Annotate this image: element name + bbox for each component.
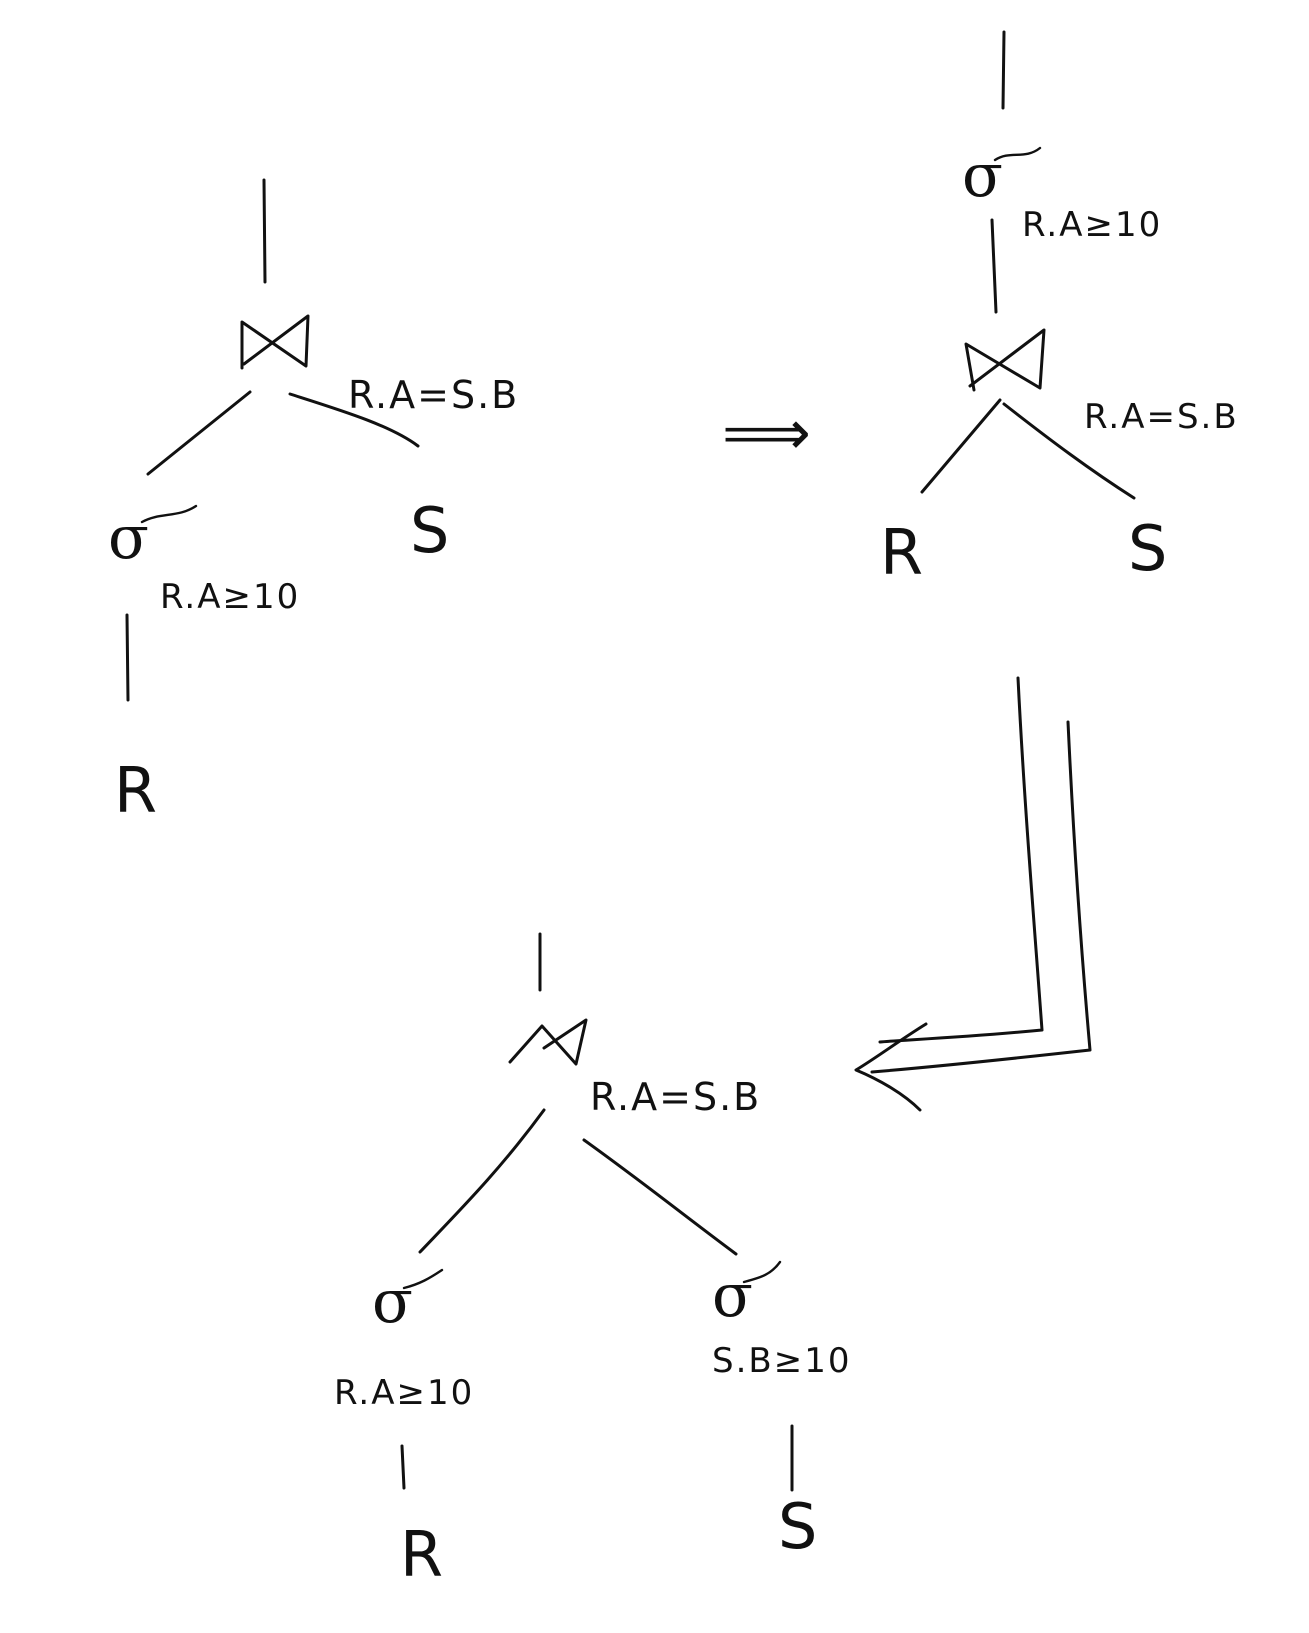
tree3-left-sigma-tail <box>402 1268 444 1290</box>
arrow-head <box>854 1022 928 1112</box>
tree1-relation-s: S <box>410 494 449 567</box>
tree3-join-label: R.A=S.B <box>590 1075 761 1119</box>
transform-double-arrow <box>854 676 1092 1112</box>
tree1-sigma-tail <box>140 504 198 524</box>
tree2-select-edge <box>990 218 998 314</box>
arrow-line-inner <box>870 720 1092 1074</box>
tree1-root-edge <box>262 178 267 284</box>
arrow-line-outer <box>878 676 1044 1044</box>
tree2-right-edge <box>1002 402 1136 500</box>
tree2-left-edge <box>920 398 1002 494</box>
tree2-select-label: R.A≥10 <box>1022 205 1162 245</box>
tree3-left-select-icon: σ <box>372 1267 413 1337</box>
tree2-join-label: R.A=S.B <box>1084 397 1239 437</box>
tree1-select-label: R.A≥10 <box>160 577 300 617</box>
tree1-left-edge <box>146 390 252 476</box>
tree-pushed-down: R.A=S.B σ R.A≥10 R σ S.B≥10 S <box>334 932 851 1591</box>
tree3-join-icon <box>508 1018 588 1066</box>
tree1-select-edge <box>125 613 130 702</box>
tree-pulled-up: σ R.A≥10 R.A=S.B R S <box>880 30 1239 589</box>
tree1-join-icon <box>240 314 310 370</box>
tree3-right-select-icon: σ <box>712 1261 753 1331</box>
tree3-relation-s: S <box>778 1490 817 1563</box>
tree3-left-edge <box>418 1108 546 1254</box>
tree1-select-icon: σ <box>108 503 149 573</box>
implies-arrow: ⟹ <box>722 396 811 469</box>
tree2-sigma-tail <box>993 146 1042 162</box>
tree1-join-label: R.A=S.B <box>348 373 519 417</box>
tree-original: R.A=S.B σ R.A≥10 R S <box>108 178 519 827</box>
tree2-relation-s: S <box>1128 512 1167 585</box>
tree3-relation-r: R <box>400 1518 443 1591</box>
tree3-right-select-label: S.B≥10 <box>712 1341 851 1381</box>
tree3-left-select-edge <box>400 1444 406 1490</box>
tree2-root-edge <box>1001 30 1006 110</box>
tree1-relation-r: R <box>114 754 157 827</box>
tree3-right-sigma-tail <box>742 1260 782 1284</box>
tree2-select-icon: σ <box>962 141 1003 211</box>
tree1-right-edge <box>288 392 420 448</box>
tree2-relation-r: R <box>880 516 923 589</box>
tree3-right-edge <box>582 1138 738 1256</box>
tree2-join-icon <box>964 328 1046 392</box>
tree3-left-select-label: R.A≥10 <box>334 1373 474 1413</box>
